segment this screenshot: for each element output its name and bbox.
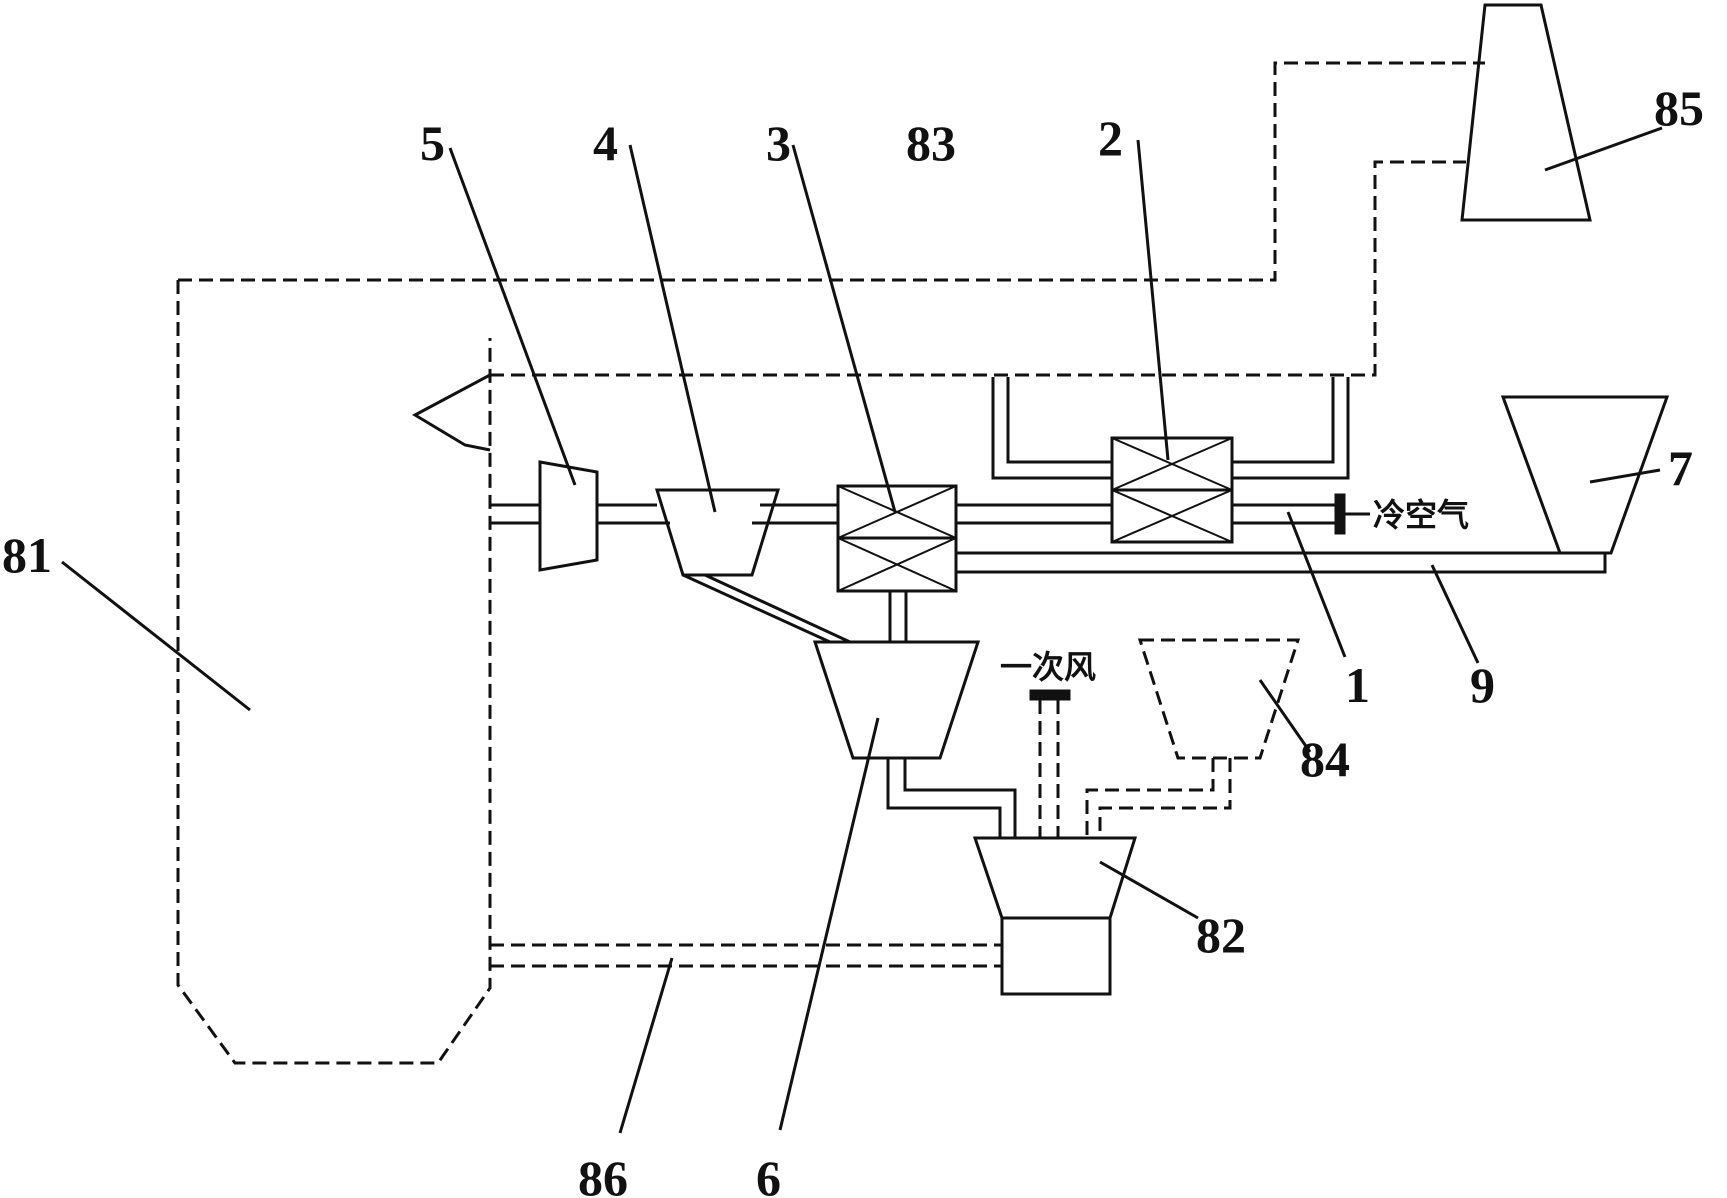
label-82: 82	[1196, 907, 1246, 963]
hopper-7	[1500, 395, 1670, 555]
mill-82	[972, 836, 1138, 920]
heater-2-x2	[1111, 437, 1233, 491]
mill-82-base	[1000, 916, 1112, 996]
collector6-to-mill-b	[903, 758, 1017, 838]
heater-2-x4	[1111, 489, 1233, 543]
primary-air-valve	[1029, 689, 1071, 701]
label-3: 3	[766, 115, 791, 171]
separator4-to-6-a	[682, 573, 831, 644]
collector-6	[812, 640, 981, 760]
leader-3	[791, 144, 897, 513]
separator-4	[654, 488, 781, 577]
label-5: 5	[420, 115, 445, 171]
label-6: 6	[756, 1150, 781, 1198]
leader-6	[778, 717, 880, 1131]
collector6-to-mill-a	[886, 758, 1002, 838]
boiler-81	[176, 280, 492, 1065]
heater-3-x4	[837, 537, 957, 592]
label-85: 85	[1654, 80, 1704, 136]
leader-4	[628, 144, 717, 513]
leader-2	[1136, 139, 1170, 461]
flue-duct-83-inner	[490, 160, 1466, 377]
label-81: 81	[2, 527, 52, 583]
leader-81	[61, 560, 251, 712]
heater2-bypass-right-inner	[1232, 377, 1335, 464]
separator4-to-6-b	[704, 573, 851, 644]
chimney-85	[1460, 3, 1592, 222]
label-84: 84	[1300, 731, 1350, 787]
leader-82	[1099, 860, 1199, 920]
flue-duct-83-outer	[178, 61, 1485, 282]
label-4: 4	[593, 115, 618, 171]
leader-86	[618, 957, 674, 1134]
boiler-nose	[411, 373, 491, 452]
label-7: 7	[1668, 440, 1693, 496]
leader-5	[448, 147, 577, 486]
label-9: 9	[1470, 657, 1495, 713]
leader-85	[1544, 126, 1663, 172]
bin84-to-mill-a	[1098, 758, 1232, 838]
pipe-9	[956, 551, 1607, 574]
heater2-bypass-right	[1232, 377, 1350, 480]
leader-84	[1258, 679, 1312, 753]
primary-air-label: 一次风	[1000, 648, 1096, 686]
leader-9	[1430, 564, 1480, 664]
fan-5	[538, 460, 599, 572]
label-83: 83	[906, 115, 956, 171]
label-86: 86	[578, 1150, 628, 1198]
bin84-to-mill-b	[1085, 758, 1215, 838]
label-2: 2	[1098, 110, 1123, 166]
leader-1	[1286, 511, 1347, 658]
label-1: 1	[1345, 657, 1370, 713]
heater2-bypass-left	[991, 377, 1112, 480]
cold-air-label: 冷空气	[1373, 496, 1469, 534]
bin-84	[1137, 638, 1301, 760]
leader-7	[1589, 468, 1661, 484]
cold-air-valve	[1334, 493, 1346, 535]
heater2-bypass-left-inner	[1006, 377, 1112, 464]
heater-3-x2	[837, 485, 957, 539]
